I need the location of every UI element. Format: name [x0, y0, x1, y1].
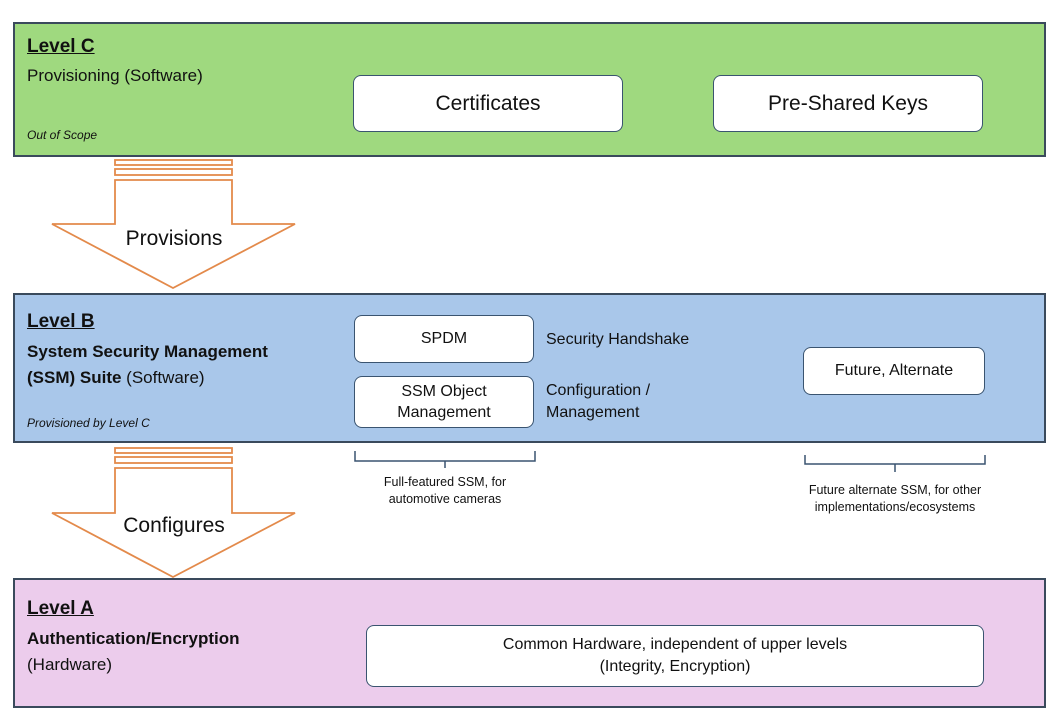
pre-shared-keys-box: Pre-Shared Keys [713, 75, 983, 132]
level-b-subtitle-line2: (SSM) Suite (Software) [27, 368, 205, 387]
level-c-title: Level C [27, 36, 95, 57]
common-hardware-line1: Common Hardware, independent of upper le… [502, 636, 848, 653]
configures-arrow-icon [51, 447, 296, 579]
level-c-note: Out of Scope [27, 128, 98, 142]
spdm-description: Security Handshake [546, 331, 690, 348]
ssm-description: Configuration / Management [546, 382, 651, 421]
spdm-box: SPDM [354, 315, 534, 363]
future-alternate-label: Future, Alternate [834, 362, 954, 379]
provisions-arrow-icon [51, 159, 296, 290]
right-brace-icon [804, 455, 986, 472]
ssm-box-line2: Management [397, 404, 491, 421]
left-brace-caption: Full-featured SSM, for automotive camera… [383, 475, 507, 506]
provisions-label: Provisions [125, 227, 223, 250]
level-b-subtitle-line1: System Security Management [27, 342, 268, 361]
level-a-subtitle-bold: Authentication/Encryption [27, 629, 240, 648]
common-hardware-line2: (Integrity, Encryption) [599, 658, 751, 675]
certificates-label: Certificates [435, 91, 541, 115]
level-b-title: Level B [27, 311, 95, 332]
spdm-label: SPDM [420, 330, 468, 347]
common-hardware-box: Common Hardware, independent of upper le… [366, 625, 984, 687]
diagram-shapes [51, 159, 986, 579]
certificates-box: Certificates [353, 75, 623, 132]
level-b-note: Provisioned by Level C [27, 416, 150, 430]
right-brace-caption: Future alternate SSM, for other implemen… [808, 483, 982, 514]
pre-shared-keys-label: Pre-Shared Keys [768, 91, 928, 115]
configures-label: Configures [123, 514, 225, 537]
ssm-object-management-box: SSM Object Management [354, 376, 534, 428]
level-a-title: Level A [27, 598, 94, 619]
future-alternate-box: Future, Alternate [803, 347, 985, 395]
level-c-subtitle: Provisioning (Software) [27, 66, 203, 85]
ssm-box-line1: SSM Object [401, 383, 487, 400]
left-brace-icon [354, 451, 536, 468]
level-a-subtitle-rest: (Hardware) [27, 655, 113, 674]
